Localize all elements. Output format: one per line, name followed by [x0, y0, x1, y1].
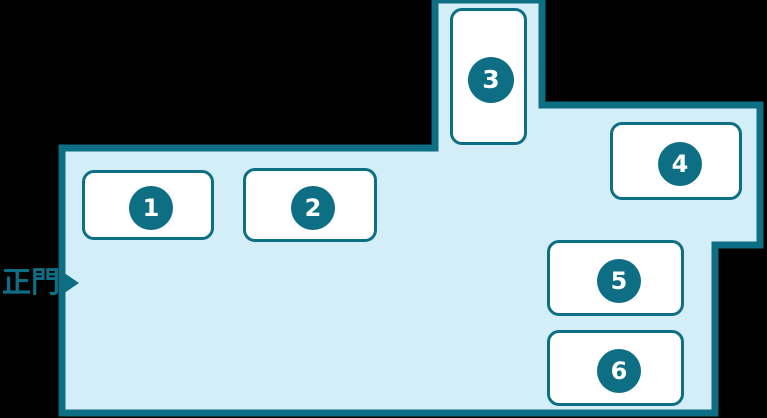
room-box-6[interactable]: 6 [547, 330, 684, 406]
room-number-badge: 1 [129, 186, 173, 230]
entrance-label: 正門 [2, 265, 61, 299]
room-box-5[interactable]: 5 [547, 240, 684, 316]
triangle-right-icon [60, 269, 80, 296]
room-number-badge: 3 [468, 56, 514, 103]
room-box-3[interactable]: 3 [450, 8, 527, 145]
entrance-marker: 正門 [2, 265, 80, 299]
room-number-badge: 2 [291, 186, 335, 230]
room-number-badge: 6 [597, 349, 641, 393]
room-box-1[interactable]: 1 [82, 170, 214, 240]
room-box-2[interactable]: 2 [243, 168, 377, 242]
room-box-4[interactable]: 4 [610, 122, 742, 200]
room-number-badge: 4 [658, 142, 702, 186]
room-number-badge: 5 [597, 259, 641, 303]
